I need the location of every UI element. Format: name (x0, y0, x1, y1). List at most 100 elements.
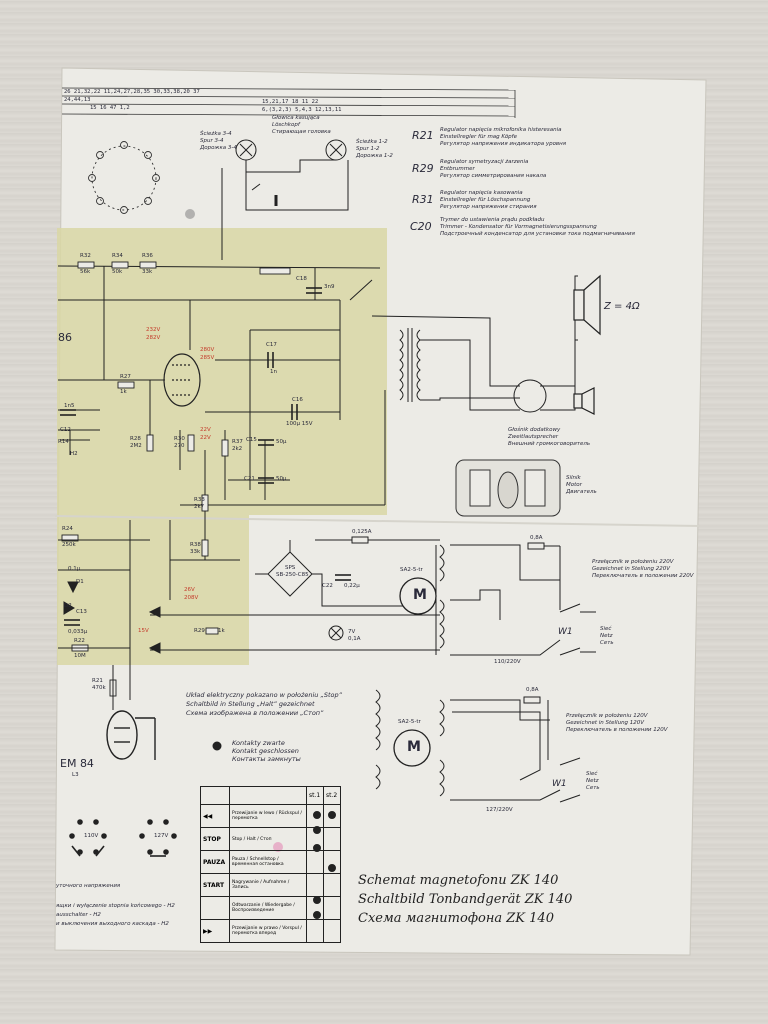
contacts-pl: Kontakty zwarte (232, 739, 285, 747)
control-table: st.1 st.2 ◀◀ Przewijanie w lewo / Rücksp… (200, 786, 341, 943)
left-section (58, 430, 240, 710)
label-r34: R34 (112, 253, 123, 259)
motor-1-label: M (413, 587, 427, 603)
bottom-note-3: ausschalter - H2 (56, 912, 101, 918)
ext-speaker-ru: Внешний громкоговоритель (508, 441, 591, 447)
label-r22: R22 (74, 638, 85, 644)
label-sps-type: SB-250-C85 (276, 572, 309, 578)
value-c13: 0,033μ (68, 629, 88, 635)
col-st2: st.2 (323, 786, 341, 805)
value-fuse-1: 0,8A (530, 535, 543, 541)
value-r33: 2k7 (194, 504, 205, 510)
row-desc: Odtwarzanie / Wiedergabe / Воспроизведен… (229, 896, 307, 920)
bottom-note-4: и выключения выходного каскада - H2 (56, 921, 169, 927)
rewind-key: ◀◀ (200, 804, 230, 828)
legend-r31-de: Einstellregler für Löschspannung (440, 197, 531, 203)
output-tube (163, 353, 201, 407)
motor-symbols (393, 577, 437, 767)
label-r27: R27 (120, 374, 131, 380)
erase-head-pl: Głowica kasująca (272, 115, 320, 121)
legend-id-c20: C20 (410, 220, 432, 233)
mains2-pl: Sieć (586, 771, 598, 777)
legend-r21-ru: Регулятор напряжения индикатора уровня (440, 141, 567, 147)
tap-110v: 110V (84, 833, 99, 839)
capacitors (60, 287, 351, 626)
value-fuse-2: 0,8A (526, 687, 539, 693)
start-key: START (200, 873, 230, 897)
value-c17: 1n (270, 369, 277, 375)
erase-head-de: Löschkopf (272, 122, 300, 128)
label-h2: H2 (70, 451, 78, 457)
blank-key (200, 896, 230, 920)
motor-caption-ru: Двигатель (566, 489, 597, 495)
w1-label-2: W1 (552, 779, 567, 789)
label-transformer-2: SA2-5-tr (398, 719, 421, 725)
label-c16: C16 (292, 397, 303, 403)
contacts-de: Kontakt geschlossen (232, 747, 299, 755)
amplifier-wiring (57, 265, 386, 560)
voltage-7: 26V (184, 587, 195, 593)
legend-id-r31: R31 (412, 193, 434, 206)
voltage-9: 15V (138, 628, 149, 634)
motor-card (455, 459, 561, 517)
legend-c20-pl: Trymer do ustawienia prądu podkładu (440, 217, 545, 223)
pause-key: PAUZA (200, 850, 230, 874)
label-c21: C21 (244, 476, 255, 482)
highlight-bottom (57, 515, 249, 665)
label-impedance: Z = 4Ω (604, 301, 640, 312)
mains1-de: Netz (600, 633, 613, 639)
value-r34: 50k (112, 269, 123, 275)
bottom-note-1: уточного напряжения (56, 883, 121, 889)
legend-id-r29: R29 (412, 162, 434, 175)
label-r14: R14 (58, 439, 69, 445)
label-stage: 86 (58, 331, 72, 344)
legend-r29-ru: Регулятор симметрирования накала (440, 173, 547, 179)
title-ru: Схема магнитофона ZK 140 (358, 911, 554, 926)
label-r37: R37 (232, 439, 243, 445)
legend-r21-pl: Regulator napięcia mikrofonika histeresa… (440, 127, 562, 133)
label-c17: C17 (266, 342, 277, 348)
label-lamp: 7V (348, 629, 356, 635)
top-row-1: 26 21,32,22 11,24,27,28,35 30,33,38,20 3… (64, 89, 200, 95)
voltage-8: 208V (184, 595, 199, 601)
legend-r29-de: Entbrummer (440, 166, 475, 172)
legend-r31-ru: Регулятор напряжения стирания (440, 204, 537, 210)
legend-id-r21: R21 (412, 129, 434, 142)
stain (185, 209, 195, 219)
switch1-pl: Przełącznik w położeniu 220V (592, 559, 674, 565)
row-desc: Nagrywanie / Aufnahme / Запись (229, 873, 307, 897)
ext-speaker-de: Zweitlautsprecher (508, 434, 559, 440)
label-r36: R36 (142, 253, 153, 259)
legend-r31-pl: Regulator napięcia kasowania (440, 190, 523, 196)
value-r32: 56k (80, 269, 91, 275)
value-lamp: 0,1A (348, 636, 361, 642)
title-pl: Schemat magnetofonu ZK 140 (358, 873, 559, 888)
label-d2: D2 (64, 603, 72, 609)
output-transformer (371, 275, 578, 411)
note-pl: Układ elektryczny pokazano w położeniu „… (186, 691, 342, 699)
label-r29: R29 (194, 628, 205, 634)
voltage-1: 232V (146, 327, 161, 333)
value-r30: 270 (174, 443, 185, 449)
value-c22: 0,22μ (344, 583, 360, 589)
label-r24: R24 (62, 526, 73, 532)
tap-127v: 127V (154, 833, 169, 839)
table-row: PAUZA Pauza / Schnellstop / временная ос… (200, 850, 341, 874)
value-c11: 0,1μ (68, 566, 81, 572)
value-fuse-ps: 0,125A (352, 529, 372, 535)
value-r22: 10M (74, 653, 86, 659)
value-r28: 2M2 (130, 443, 142, 449)
top-row-5: 6,(3,2,3) 5,4,3 12,13,11 (262, 107, 342, 113)
value-c14: 1n5 (64, 403, 75, 409)
motor-caption-de: Motor (566, 482, 582, 488)
bottom-note-2: ящки i wyłączenie stopnia końcowego - H2 (56, 903, 175, 909)
speaker-ext (573, 387, 595, 415)
table-row: START Nagrywanie / Aufnahme / Запись (200, 873, 341, 897)
voltage-4: 285V (200, 355, 215, 361)
forward-key: ▶▶ (200, 919, 230, 943)
contacts-ru: Контакты замкнуты (232, 755, 301, 763)
switch1-ru: Переключатель в положении 220V (592, 573, 694, 579)
title-de: Schaltbild Tonbandgerät ZK 140 (358, 892, 573, 907)
voltage-taps (69, 819, 177, 857)
socket-diagram (88, 141, 160, 214)
